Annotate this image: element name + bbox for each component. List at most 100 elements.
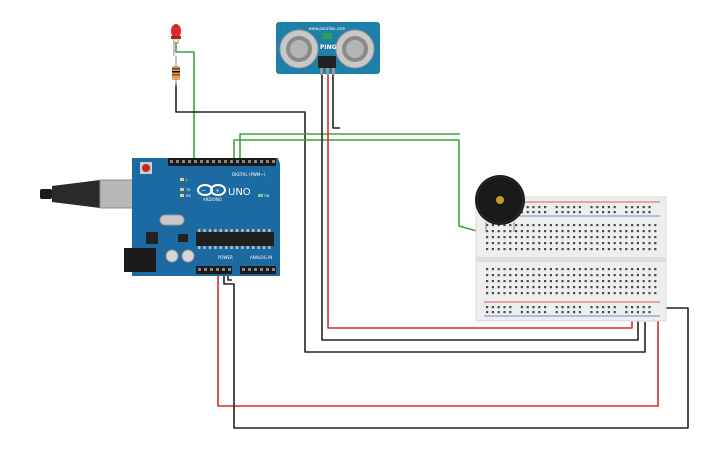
breadboard-hole[interactable]	[584, 236, 587, 239]
breadboard-hole[interactable]	[549, 268, 552, 271]
breadboard-hole[interactable]	[590, 236, 593, 239]
header-pin-hole[interactable]	[230, 160, 233, 163]
breadboard-hole[interactable]	[654, 280, 657, 283]
breadboard-hole[interactable]	[590, 286, 593, 289]
breadboard-hole[interactable]	[515, 292, 518, 295]
breadboard-hole[interactable]	[544, 286, 547, 289]
breadboard-hole[interactable]	[549, 236, 552, 239]
breadboard-hole[interactable]	[567, 248, 570, 251]
breadboard-hole[interactable]	[549, 286, 552, 289]
breadboard-hole[interactable]	[526, 306, 529, 309]
breadboard-hole[interactable]	[491, 242, 494, 245]
breadboard-hole[interactable]	[590, 211, 593, 214]
breadboard-hole[interactable]	[503, 236, 506, 239]
breadboard-hole[interactable]	[625, 311, 628, 314]
header-pin-hole[interactable]	[242, 160, 245, 163]
breadboard-hole[interactable]	[526, 268, 529, 271]
breadboard-hole[interactable]	[497, 224, 500, 227]
breadboard-hole[interactable]	[636, 211, 639, 214]
breadboard-hole[interactable]	[532, 286, 535, 289]
breadboard-hole[interactable]	[520, 274, 523, 277]
breadboard-hole[interactable]	[607, 311, 610, 314]
led[interactable]	[171, 24, 181, 56]
breadboard-hole[interactable]	[625, 306, 628, 309]
breadboard-hole[interactable]	[567, 311, 570, 314]
breadboard-hole[interactable]	[538, 268, 541, 271]
breadboard-hole[interactable]	[497, 292, 500, 295]
header-pin-hole[interactable]	[272, 160, 275, 163]
breadboard-hole[interactable]	[596, 236, 599, 239]
breadboard-hole[interactable]	[607, 211, 610, 214]
breadboard-hole[interactable]	[642, 292, 645, 295]
piezo-buzzer[interactable]	[475, 175, 525, 232]
breadboard-hole[interactable]	[561, 230, 564, 233]
breadboard-hole[interactable]	[497, 230, 500, 233]
breadboard-hole[interactable]	[648, 206, 651, 209]
breadboard-hole[interactable]	[573, 236, 576, 239]
breadboard-hole[interactable]	[602, 230, 605, 233]
breadboard-hole[interactable]	[590, 230, 593, 233]
breadboard-hole[interactable]	[561, 211, 564, 214]
breadboard-hole[interactable]	[648, 311, 651, 314]
sensor-pin[interactable]	[332, 68, 335, 75]
breadboard-hole[interactable]	[509, 311, 512, 314]
breadboard-hole[interactable]	[561, 224, 564, 227]
breadboard-hole[interactable]	[491, 292, 494, 295]
breadboard-hole[interactable]	[636, 248, 639, 251]
header-pin-hole[interactable]	[206, 160, 209, 163]
breadboard-hole[interactable]	[607, 268, 610, 271]
breadboard-hole[interactable]	[573, 242, 576, 245]
breadboard-hole[interactable]	[596, 224, 599, 227]
breadboard-hole[interactable]	[526, 211, 529, 214]
sensor-pin[interactable]	[326, 68, 329, 75]
breadboard-hole[interactable]	[491, 306, 494, 309]
breadboard-hole[interactable]	[486, 306, 489, 309]
breadboard-hole[interactable]	[526, 230, 529, 233]
breadboard-hole[interactable]	[555, 206, 558, 209]
breadboard-hole[interactable]	[631, 311, 634, 314]
breadboard-hole[interactable]	[555, 292, 558, 295]
breadboard-hole[interactable]	[509, 274, 512, 277]
breadboard-hole[interactable]	[532, 280, 535, 283]
breadboard-hole[interactable]	[590, 268, 593, 271]
breadboard-hole[interactable]	[520, 248, 523, 251]
breadboard-hole[interactable]	[567, 306, 570, 309]
breadboard-hole[interactable]	[486, 230, 489, 233]
breadboard-hole[interactable]	[561, 280, 564, 283]
breadboard-hole[interactable]	[584, 230, 587, 233]
breadboard-hole[interactable]	[544, 242, 547, 245]
breadboard-hole[interactable]	[636, 230, 639, 233]
breadboard-hole[interactable]	[503, 311, 506, 314]
breadboard-hole[interactable]	[555, 248, 558, 251]
header-pin-hole[interactable]	[176, 160, 179, 163]
breadboard-hole[interactable]	[648, 268, 651, 271]
breadboard-hole[interactable]	[567, 280, 570, 283]
breadboard-hole[interactable]	[590, 306, 593, 309]
breadboard-hole[interactable]	[503, 280, 506, 283]
breadboard-hole[interactable]	[607, 286, 610, 289]
breadboard-hole[interactable]	[613, 280, 616, 283]
breadboard-hole[interactable]	[607, 230, 610, 233]
breadboard-hole[interactable]	[538, 292, 541, 295]
breadboard-hole[interactable]	[503, 286, 506, 289]
breadboard-hole[interactable]	[654, 274, 657, 277]
usb-cable[interactable]	[40, 179, 137, 209]
breadboard-hole[interactable]	[561, 236, 564, 239]
breadboard-hole[interactable]	[538, 280, 541, 283]
breadboard-hole[interactable]	[503, 292, 506, 295]
breadboard-hole[interactable]	[631, 206, 634, 209]
breadboard-hole[interactable]	[532, 311, 535, 314]
breadboard-hole[interactable]	[520, 306, 523, 309]
breadboard-hole[interactable]	[549, 274, 552, 277]
breadboard-hole[interactable]	[555, 230, 558, 233]
breadboard-hole[interactable]	[578, 268, 581, 271]
breadboard-hole[interactable]	[602, 274, 605, 277]
breadboard-hole[interactable]	[520, 236, 523, 239]
breadboard-hole[interactable]	[486, 236, 489, 239]
breadboard-hole[interactable]	[573, 280, 576, 283]
breadboard-hole[interactable]	[654, 230, 657, 233]
breadboard-hole[interactable]	[561, 292, 564, 295]
breadboard-hole[interactable]	[619, 230, 622, 233]
breadboard-hole[interactable]	[509, 292, 512, 295]
header-pin-hole[interactable]	[188, 160, 191, 163]
